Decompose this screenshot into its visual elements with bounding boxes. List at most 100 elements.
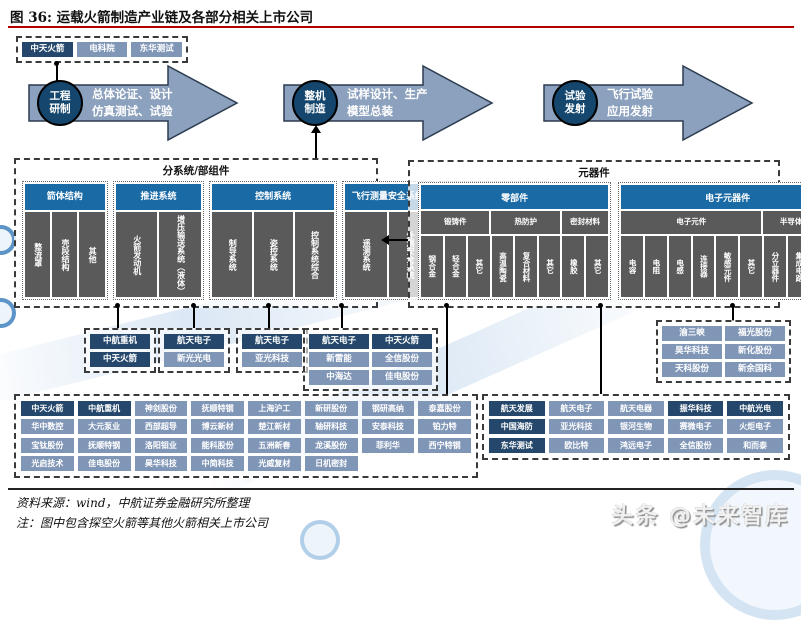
component-group-header: 电子元器件 bbox=[621, 185, 801, 209]
stage-circle-label: 工程研制 bbox=[49, 90, 71, 115]
company-box: 铂力特 bbox=[418, 419, 471, 435]
component-subgroup-items: 分立器件集成电路其它 bbox=[763, 236, 801, 297]
stage-line: 总体论证、设计 bbox=[92, 86, 173, 101]
company-box: 中天火箭 bbox=[90, 352, 150, 367]
company-box: 昊华科技 bbox=[662, 344, 722, 359]
company-box: 抚顺特钢 bbox=[191, 401, 244, 416]
connector-line bbox=[117, 305, 119, 328]
stage-test-launch: 试验发射 飞行试验 应用发射 bbox=[543, 64, 755, 142]
component-item: 连接器 bbox=[692, 236, 715, 297]
stage-circle-label: 试验发射 bbox=[564, 90, 586, 115]
subsystem-item: 火箭发动机 bbox=[115, 212, 158, 297]
subsystem-item: 姿控系统 bbox=[253, 212, 293, 297]
subsystem-column-header: 箭体结构 bbox=[25, 184, 105, 210]
subsystem-column-header: 控制系统 bbox=[212, 184, 334, 210]
component-group: 电子元器件电子元件半导体器件电容电阻电感连接器敏感元件其它分立器件集成电路其它 bbox=[618, 182, 801, 300]
stage-engineering-development: 工程研制 总体论证、设计 仿真测试、试验 bbox=[28, 64, 240, 142]
source-note: 资料来源：wind，中航证券金融研究所整理 bbox=[16, 496, 250, 510]
company-box: 昊华科技 bbox=[134, 455, 188, 471]
stage-circle-label: 整机制造 bbox=[304, 90, 326, 115]
component-item: 电感 bbox=[668, 236, 691, 297]
connector-line bbox=[732, 305, 734, 321]
company-box: 中航光电 bbox=[727, 401, 783, 416]
company-box: 航天电子 bbox=[309, 334, 369, 349]
company-box: 亚光科技 bbox=[242, 352, 302, 367]
component-subgroup-labels: 锻铸件热防护密封材料 bbox=[421, 211, 609, 234]
stage-description: 总体论证、设计 仿真测试、试验 bbox=[92, 64, 173, 142]
stage-line: 仿真测试、试验 bbox=[92, 104, 173, 118]
company-box-parts-materials: 中天火箭中航重机神剑股份抚顺特钢上海沪工新研股份钢研高纳泰嘉股份华中数控大元泵业… bbox=[14, 394, 478, 478]
component-subgroup-items: 高温陶瓷复合材料其它 bbox=[491, 236, 561, 297]
component-items: 钢合金轻合金其它高温陶瓷复合材料其它橡胶其它 bbox=[421, 236, 609, 297]
company-box: 佳电股份 bbox=[77, 455, 131, 471]
connector-line bbox=[600, 305, 602, 394]
subsystem-item: 壳段结构 bbox=[52, 212, 78, 297]
company-box: 赛微电子 bbox=[667, 419, 724, 435]
subsystem-item: 整流罩 bbox=[25, 212, 51, 297]
company-box: 日机密封 bbox=[304, 455, 358, 471]
company-box: 中天火箭 bbox=[372, 334, 432, 349]
subsystem-column: 箭体结构整流罩壳段结构其他 bbox=[22, 181, 108, 300]
company-box: 东华测试 bbox=[131, 42, 183, 57]
stage-circle: 整机制造 bbox=[292, 80, 338, 126]
company-box: 菲利华 bbox=[361, 437, 415, 453]
subsystem-columns: 箭体结构整流罩壳段结构其他推进系统火箭发动机增压输送系统（液体）控制系统制导系统… bbox=[22, 181, 550, 300]
component-subgroup-label: 密封材料 bbox=[561, 211, 609, 234]
components-groups: 零部件锻铸件热防护密封材料钢合金轻合金其它高温陶瓷复合材料其它橡胶其它电子元器件… bbox=[418, 182, 801, 300]
subsystem-item: 制导系统 bbox=[212, 212, 252, 297]
company-box: 能科股份 bbox=[191, 437, 244, 453]
watermark-logo-ring bbox=[300, 520, 340, 560]
component-item: 钢合金 bbox=[421, 236, 443, 297]
company-box: 欧比特 bbox=[548, 437, 605, 453]
company-box: 东华测试 bbox=[489, 437, 545, 453]
company-box: 博云新材 bbox=[191, 419, 244, 435]
component-item: 高温陶瓷 bbox=[491, 236, 514, 297]
company-box: 航天发展 bbox=[489, 401, 545, 416]
subsystem-items: 制导系统姿控系统控制系统综合 bbox=[212, 212, 334, 297]
company-box: 宝钛股份 bbox=[21, 437, 74, 453]
stage-circle: 试验发射 bbox=[552, 80, 598, 126]
connector-line bbox=[268, 305, 270, 328]
component-group: 零部件锻铸件热防护密封材料钢合金轻合金其它高温陶瓷复合材料其它橡胶其它 bbox=[418, 182, 612, 300]
company-box: 泰嘉股份 bbox=[418, 401, 471, 416]
stage-line: 应用发射 bbox=[607, 104, 653, 118]
watermark-text: 头条 @未来智库 bbox=[611, 504, 789, 529]
company-box: 西宁特钢 bbox=[418, 437, 471, 453]
subsystem-items: 火箭发动机增压输送系统（液体） bbox=[115, 212, 202, 297]
component-item: 其它 bbox=[538, 236, 561, 297]
company-box: 和而泰 bbox=[727, 437, 783, 453]
company-box: 全信股份 bbox=[667, 437, 724, 453]
top-company-group: 中天火箭电科院东华测试 bbox=[16, 36, 188, 63]
company-box-electronics: 航天发展航天电子航天电器振华科技中航光电中国海防亚光科技银河生物赛微电子火炬电子… bbox=[482, 394, 790, 460]
connector-line bbox=[193, 305, 195, 328]
component-group-header: 零部件 bbox=[421, 185, 609, 209]
subsystem-item: 增压输送系统（液体） bbox=[159, 212, 202, 297]
component-item: 轻合金 bbox=[444, 236, 467, 297]
company-box: 钢研高纳 bbox=[361, 401, 415, 416]
subsystem-panel: 分系统/部组件 箭体结构整流罩壳段结构其他推进系统火箭发动机增压输送系统（液体）… bbox=[14, 158, 550, 308]
company-box: 鸿远电子 bbox=[608, 437, 664, 453]
title-underline bbox=[8, 26, 794, 28]
company-box: 亚光科技 bbox=[548, 419, 605, 435]
component-subgroup-label: 热防护 bbox=[491, 211, 560, 234]
component-subgroup-label: 电子元件 bbox=[621, 211, 762, 234]
company-box: 中天火箭 bbox=[22, 42, 73, 57]
connector-line bbox=[341, 305, 343, 328]
component-items: 电容电阻电感连接器敏感元件其它分立器件集成电路其它 bbox=[621, 236, 801, 297]
components-panel-title: 元器件 bbox=[578, 167, 610, 179]
company-box: 神剑股份 bbox=[134, 401, 188, 416]
component-item: 分立器件 bbox=[763, 236, 786, 297]
subsystem-column: 控制系统制导系统姿控系统控制系统综合 bbox=[209, 181, 337, 300]
company-box: 轴研科技 bbox=[304, 419, 358, 435]
component-subgroup-items: 钢合金轻合金其它 bbox=[421, 236, 490, 297]
company-box: 全信股份 bbox=[372, 352, 432, 367]
company-box: 五洲新春 bbox=[248, 437, 301, 453]
component-subgroup-items: 橡胶其它 bbox=[562, 236, 609, 297]
company-group-telemetry: 航天电子亚光科技 bbox=[236, 328, 308, 373]
component-item: 复合材料 bbox=[515, 236, 537, 297]
company-box: 抚顺特钢 bbox=[77, 437, 131, 453]
component-item: 其它 bbox=[740, 236, 762, 297]
company-box: 龙溪股份 bbox=[304, 437, 358, 453]
company-box: 光威复材 bbox=[248, 455, 301, 471]
subsystem-item: 遥测系统 bbox=[344, 212, 387, 297]
